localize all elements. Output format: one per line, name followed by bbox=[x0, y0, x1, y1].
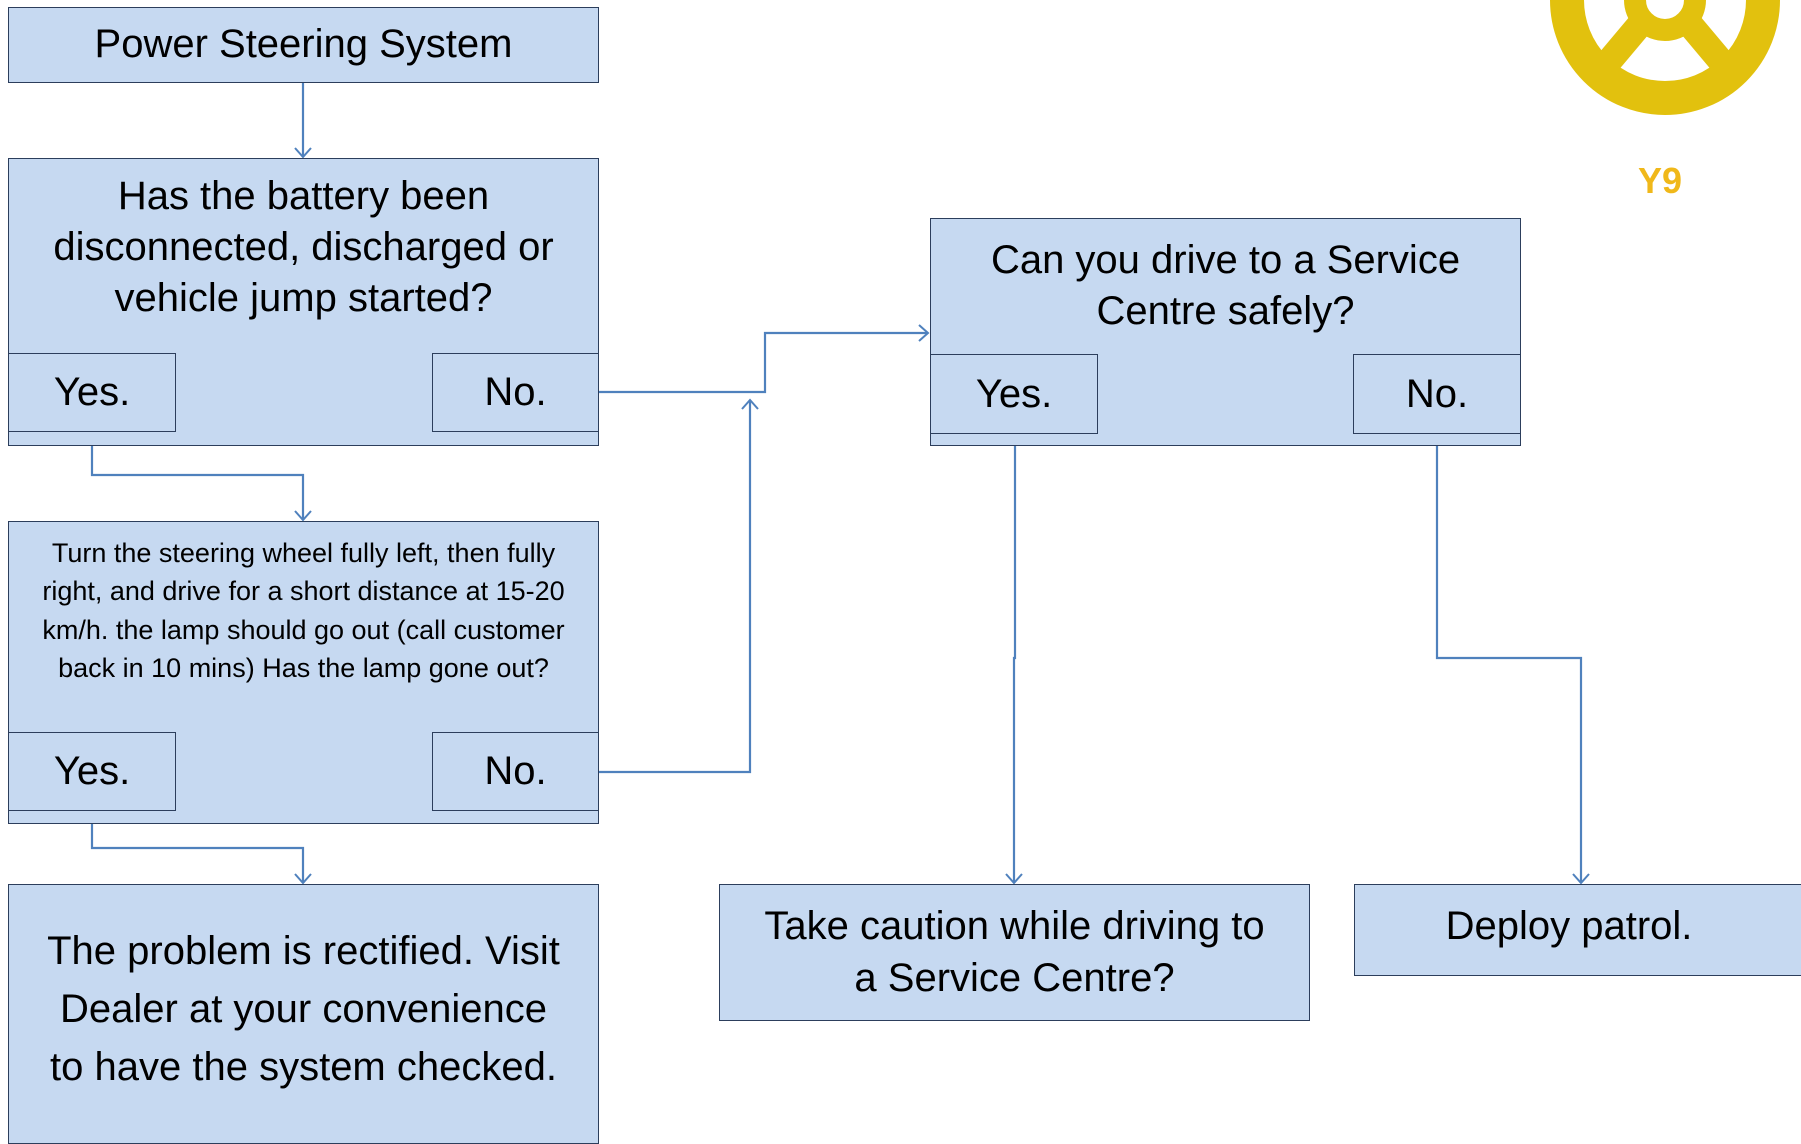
arrow-q3-yes-to-caution bbox=[1005, 434, 1023, 885]
arrow-q2-no-to-q3 bbox=[598, 398, 759, 774]
q3-yes-option: Yes. bbox=[930, 354, 1098, 434]
page-title: Power Steering System bbox=[94, 22, 513, 67]
arrow-q1-no-to-q3 bbox=[598, 324, 930, 394]
result-caution-box: Take caution while driving to a Service … bbox=[719, 884, 1310, 1021]
q1-yes-option: Yes. bbox=[8, 353, 176, 432]
q1-no-label: No. bbox=[484, 370, 547, 414]
question-lamp-text: Turn the steering wheel fully left, then… bbox=[42, 538, 565, 683]
result-patrol-text: Deploy patrol. bbox=[1445, 904, 1693, 948]
q2-no-label: No. bbox=[484, 749, 547, 793]
question-drive-text: Can you drive to a Service Centre safely… bbox=[990, 238, 1461, 334]
title-box: Power Steering System bbox=[8, 7, 599, 83]
result-caution-text: Take caution while driving to a Service … bbox=[764, 904, 1265, 1000]
q1-yes-label: Yes. bbox=[53, 370, 131, 414]
arrow-q2-yes-to-result bbox=[90, 811, 312, 885]
arrow-q1-yes-to-q2 bbox=[90, 432, 312, 522]
steering-wheel-icon bbox=[1550, 0, 1780, 115]
q3-no-label: No. bbox=[1405, 371, 1469, 416]
question-battery-text: Has the battery been disconnected, disch… bbox=[53, 174, 554, 321]
arrow-q3-no-to-patrol bbox=[1435, 434, 1590, 885]
q3-no-option: No. bbox=[1353, 354, 1521, 434]
q1-no-option: No. bbox=[432, 353, 599, 432]
q2-no-option: No. bbox=[432, 732, 599, 811]
result-rectified-box: The problem is rectified. Visit Dealer a… bbox=[8, 884, 599, 1144]
q2-yes-label: Yes. bbox=[53, 749, 131, 793]
result-patrol-box: Deploy patrol. bbox=[1354, 884, 1801, 976]
logo-label: Y9 bbox=[1638, 160, 1683, 201]
q3-yes-label: Yes. bbox=[975, 371, 1053, 416]
q2-yes-option: Yes. bbox=[8, 732, 176, 811]
result-rectified-text: The problem is rectified. Visit Dealer a… bbox=[47, 929, 560, 1089]
